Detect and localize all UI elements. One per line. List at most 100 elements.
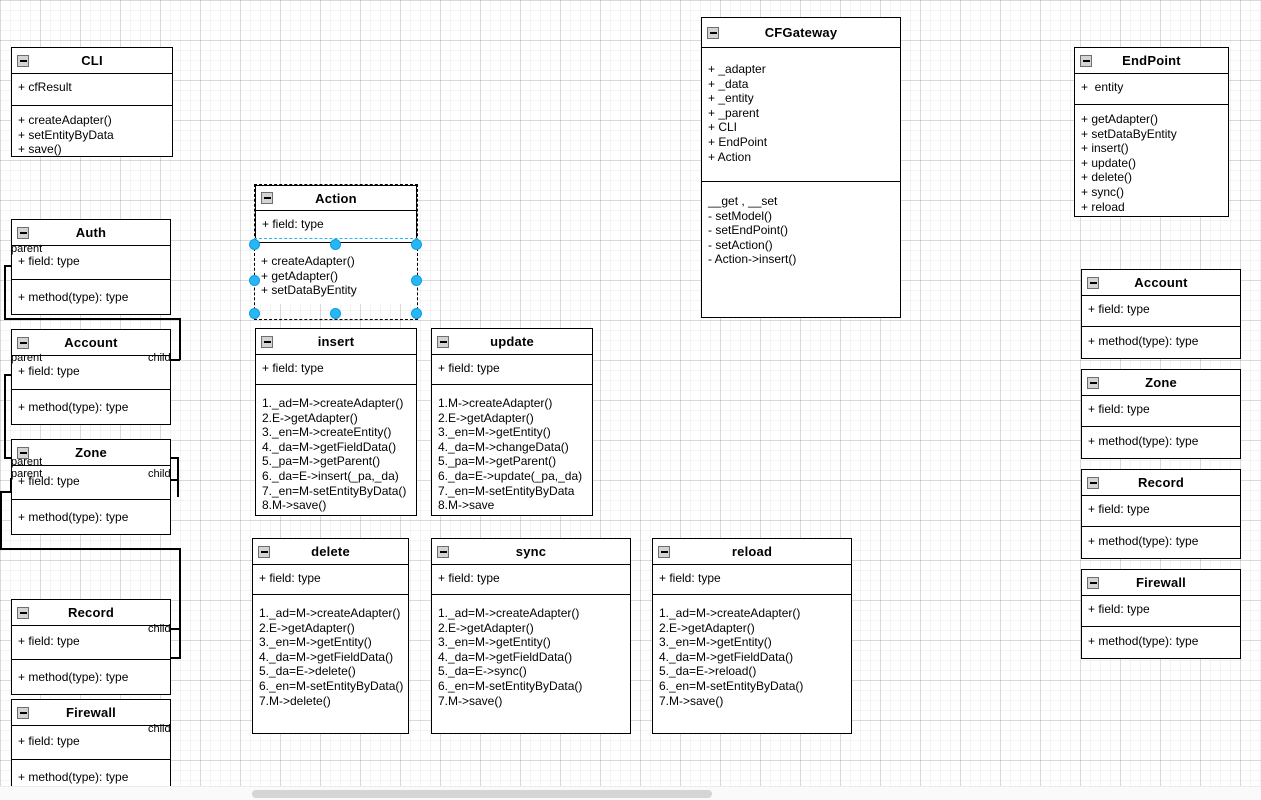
resize-handle-top-left[interactable] [249,239,260,250]
collapse-minus-icon[interactable] [17,54,29,67]
uml-operations-compartment[interactable]: + method(type): type [1082,627,1240,658]
uml-operations-compartment[interactable]: + method(type): type [12,660,170,694]
uml-attributes-compartment[interactable]: + field: type [12,466,170,500]
uml-operations-compartment[interactable]: + method(type): type [12,280,170,314]
collapse-minus-icon[interactable] [1087,276,1099,289]
collapse-minus-icon[interactable] [437,335,449,348]
resize-handle-top-center[interactable] [330,239,341,250]
uml-class-delete[interactable]: delete + field: type 1._ad=M->createAdap… [252,538,409,734]
uml-operations-compartment[interactable]: + method(type): type [12,390,170,424]
uml-operations-compartment[interactable]: + createAdapter() + getAdapter() + setDa… [255,243,417,304]
collapse-minus-icon[interactable] [17,446,29,459]
association-segment[interactable] [10,478,12,492]
collapse-minus-icon[interactable] [17,226,29,239]
uml-attributes-compartment[interactable]: + field: type [253,565,408,595]
uml-class-header[interactable]: CFGateway [702,18,900,48]
uml-operations-compartment[interactable]: + method(type): type [12,500,170,534]
uml-attributes-compartment[interactable]: + field: type [1082,396,1240,427]
uml-class-insert[interactable]: insert + field: type 1._ad=M->createAdap… [255,328,417,516]
uml-class-header[interactable]: Account [1082,270,1240,296]
collapse-minus-icon[interactable] [17,336,29,349]
collapse-minus-icon[interactable] [17,606,29,619]
uml-class-endpoint[interactable]: EndPoint + entity + getAdapter() + setDa… [1074,47,1229,217]
uml-class-header[interactable]: Action [255,185,417,211]
uml-class-zone-right[interactable]: Zone + field: type + method(type): type [1081,369,1241,459]
uml-class-header[interactable]: insert [256,329,416,355]
collapse-minus-icon[interactable] [261,335,273,348]
uml-class-header[interactable]: EndPoint [1075,48,1228,74]
association-segment[interactable] [4,318,180,320]
uml-operations-compartment[interactable]: + method(type): type [1082,327,1240,358]
association-segment[interactable] [179,628,181,659]
uml-class-header[interactable]: reload [653,539,851,565]
collapse-minus-icon[interactable] [437,545,449,558]
uml-operations-compartment[interactable]: + method(type): type [1082,427,1240,458]
uml-class-auth[interactable]: Auth + field: type + method(type): type [11,219,171,315]
collapse-minus-icon[interactable] [1087,376,1099,389]
collapse-minus-icon[interactable] [707,26,719,39]
uml-attributes-compartment[interactable]: + field: type [1082,496,1240,527]
uml-attributes-compartment[interactable]: + field: type [12,246,170,280]
uml-operations-compartment[interactable]: 1.M->createAdapter() 2.E->getAdapter() 3… [432,385,592,515]
uml-class-header[interactable]: delete [253,539,408,565]
horizontal-scrollbar-thumb[interactable] [252,790,712,798]
uml-class-reload[interactable]: reload + field: type 1._ad=M->createAdap… [652,538,852,734]
collapse-minus-icon[interactable] [1087,576,1099,589]
association-segment[interactable] [0,491,2,549]
association-segment[interactable] [179,548,181,629]
uml-operations-compartment[interactable]: + method(type): type [12,760,170,794]
uml-attributes-compartment[interactable]: + field: type [1082,296,1240,327]
association-segment[interactable] [177,457,179,497]
uml-class-sync[interactable]: sync + field: type 1._ad=M->createAdapte… [431,538,631,734]
uml-class-header[interactable]: update [432,329,592,355]
uml-operations-compartment[interactable]: 1._ad=M->createAdapter() 2.E->getAdapter… [256,385,416,515]
uml-attributes-compartment[interactable]: + entity [1075,74,1228,105]
uml-class-header[interactable]: Firewall [1082,570,1240,596]
uml-attributes-compartment[interactable]: + field: type [12,626,170,660]
association-segment[interactable] [0,548,180,550]
uml-class-header[interactable]: Zone [1082,370,1240,396]
uml-attributes-compartment[interactable]: + field: type [1082,596,1240,627]
collapse-minus-icon[interactable] [1087,476,1099,489]
uml-class-cli[interactable]: CLI + cfResult + createAdapter() + setEn… [11,47,173,157]
uml-operations-compartment[interactable]: + method(type): type [1082,527,1240,558]
association-segment[interactable] [4,265,6,319]
resize-handle-middle-right[interactable] [411,275,422,286]
uml-class-header[interactable]: sync [432,539,630,565]
uml-class-record-left[interactable]: Record + field: type + method(type): typ… [11,599,171,695]
uml-class-account-left[interactable]: Account + field: type + method(type): ty… [11,329,171,425]
uml-attributes-compartment[interactable]: + field: type [12,726,170,760]
resize-handle-bottom-left[interactable] [249,308,260,319]
collapse-minus-icon[interactable] [658,545,670,558]
collapse-minus-icon[interactable] [261,192,273,204]
resize-handle-bottom-center[interactable] [330,308,341,319]
uml-attributes-compartment[interactable]: + field: type [256,355,416,385]
uml-operations-compartment[interactable]: 1._ad=M->createAdapter() 2.E->getAdapter… [653,595,851,733]
resize-handle-top-right[interactable] [411,239,422,250]
uml-class-header[interactable]: Record [1082,470,1240,496]
uml-attributes-compartment[interactable]: + field: type [432,355,592,385]
uml-class-firewall-left[interactable]: Firewall + field: type + method(type): t… [11,699,171,795]
resize-handle-bottom-right[interactable] [411,308,422,319]
uml-operations-compartment[interactable]: + getAdapter() + setDataByEntity + inser… [1075,105,1228,216]
uml-operations-compartment[interactable]: 1._ad=M->createAdapter() 2.E->getAdapter… [432,595,630,733]
collapse-minus-icon[interactable] [17,706,29,719]
uml-operations-compartment[interactable]: __get , __set - setModel() - setEndPoint… [702,182,900,317]
association-segment[interactable] [179,318,181,360]
uml-class-firewall-right[interactable]: Firewall + field: type + method(type): t… [1081,569,1241,659]
uml-attributes-compartment[interactable]: + field: type [653,565,851,595]
uml-class-cfgateway[interactable]: CFGateway + _adapter + _data + _entity +… [701,17,901,318]
uml-attributes-compartment[interactable]: + _adapter + _data + _entity + _parent +… [702,48,900,182]
uml-class-update[interactable]: update + field: type 1.M->createAdapter(… [431,328,593,516]
uml-attributes-compartment[interactable]: + field: type [432,565,630,595]
uml-class-header[interactable]: Firewall [12,700,170,726]
association-segment[interactable] [4,374,6,458]
uml-operations-compartment[interactable]: + createAdapter() + setEntityByData + sa… [12,106,172,156]
collapse-minus-icon[interactable] [258,545,270,558]
uml-attributes-compartment[interactable]: + field: type [12,356,170,390]
uml-operations-compartment[interactable]: 1._ad=M->createAdapter() 2.E->getAdapter… [253,595,408,733]
horizontal-scrollbar-track[interactable] [0,786,1261,800]
uml-class-account-right[interactable]: Account + field: type + method(type): ty… [1081,269,1241,359]
collapse-minus-icon[interactable] [1080,54,1092,67]
